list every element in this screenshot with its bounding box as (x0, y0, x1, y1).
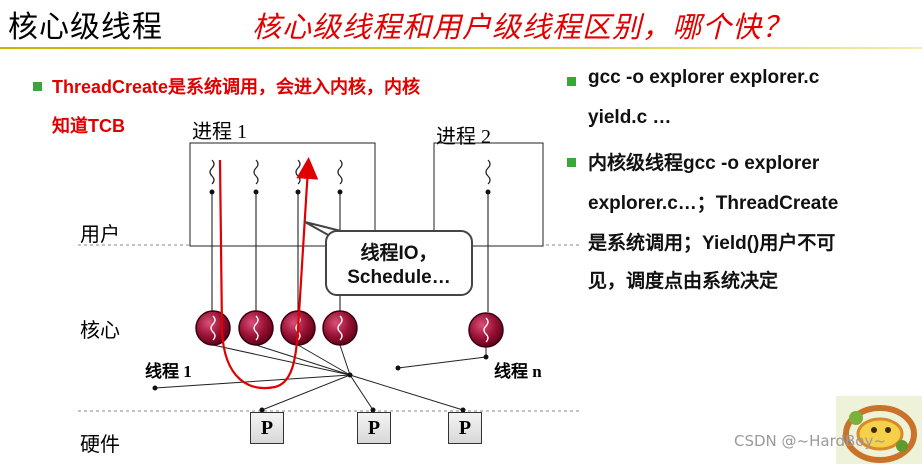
left-bullet-line1: ThreadCreate是系统调用，会进入内核，内核 (52, 77, 421, 97)
process1-label: 进程 1 (192, 121, 247, 143)
user-layer-label: 用户 (80, 224, 120, 246)
kernel-layer-label: 核心 (80, 320, 120, 342)
header-divider (0, 47, 922, 49)
left-bullet-line2: 知道TCB (52, 116, 125, 136)
right-bullet1-line1: gcc -o explorer explorer.c (588, 67, 820, 88)
process2-label: 进程 2 (436, 126, 491, 148)
right-bullet2-line3: 是系统调用；Yield()用户不可 (588, 233, 836, 254)
right-bullet2-line2: explorer.c…；ThreadCreate (588, 193, 839, 214)
bullet-marker (567, 77, 576, 86)
callout-text-2: Schedule… (347, 267, 451, 288)
scheduler-lines (154, 344, 487, 411)
right-bullet1-line2: yield.c … (588, 107, 672, 128)
processor-2: P (357, 412, 391, 444)
thread1-label: 线程 1 (145, 362, 192, 381)
kernel-threads (195, 310, 504, 348)
bullet-marker (567, 158, 576, 167)
slide-title: 核心级线程 (8, 10, 163, 45)
right-bullet2-line4: 见，调度点由系统决定 (588, 271, 779, 292)
hardware-layer-label: 硬件 (80, 434, 120, 456)
thread-link-dots (209, 189, 491, 195)
callout-box: 线程IO， Schedule… (325, 230, 473, 296)
processor-3: P (448, 412, 482, 444)
threadn-label: 线程 n (494, 362, 542, 381)
scheduler-dots (152, 354, 489, 413)
right-bullet2-line1: 内核级线程gcc -o explorer (588, 153, 820, 174)
switch-path (218, 157, 319, 390)
user-thread-squiggles (209, 159, 491, 185)
callout-text-1: 线程IO， (360, 243, 438, 264)
slide-subtitle: 核心级线程和用户级线程区别，哪个快？ (252, 10, 793, 44)
watermark: CSDN @~HardBoy~ (734, 432, 886, 450)
processor-1: P (250, 412, 284, 444)
kernel-thread-squiggles (210, 315, 489, 343)
bullet-marker (33, 82, 42, 91)
mascot-illustration (836, 396, 922, 464)
